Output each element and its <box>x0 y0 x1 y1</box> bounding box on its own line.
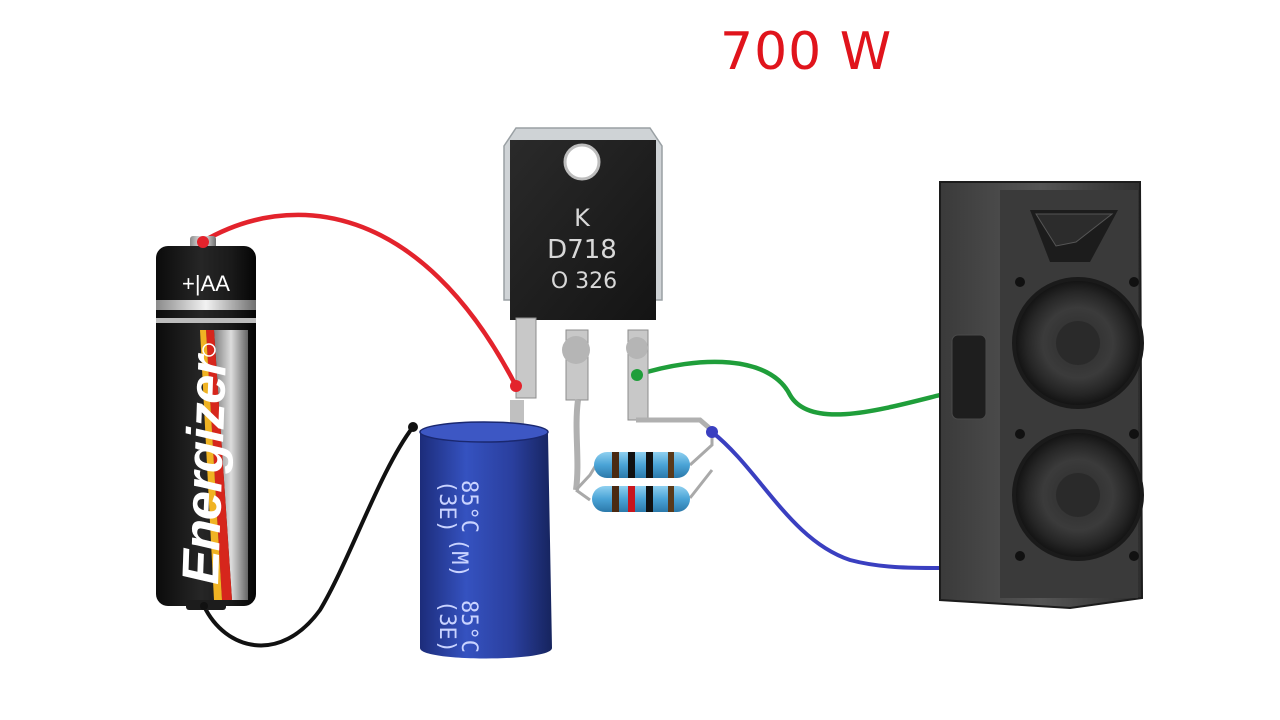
cap-marking-4: (3E) <box>434 600 459 653</box>
cap-marking-2: 85°C <box>456 480 481 533</box>
mounting-hole-icon <box>563 143 601 181</box>
transistor-line2: D718 <box>547 235 617 265</box>
wire-positive <box>199 212 519 389</box>
cap-marking-5: 85°C <box>456 600 481 653</box>
wire-speaker-green <box>634 359 943 417</box>
battery-positive-terminal <box>197 236 209 248</box>
junction-blue <box>706 426 718 438</box>
wires <box>199 212 943 648</box>
speaker-handle <box>951 334 987 420</box>
battery-label: +|AA <box>182 271 230 296</box>
battery-brand: Energizer <box>172 352 238 586</box>
speaker <box>939 181 1144 610</box>
page-title: 700 W <box>720 22 893 82</box>
junction-red <box>510 380 522 392</box>
tweeter-horn-icon <box>1035 213 1114 247</box>
battery-negative-terminal <box>200 602 208 610</box>
battery: +|AA Energizer <box>156 236 256 610</box>
resistors <box>574 426 718 512</box>
transistor-line3: O 326 <box>551 269 617 294</box>
transistor: K D718 O 326 <box>503 127 716 491</box>
junction-black <box>408 422 418 432</box>
cap-marking-1: (3E) <box>434 480 459 533</box>
wire-speaker-blue <box>710 430 942 570</box>
resistor-2 <box>592 486 690 512</box>
wire-negative <box>202 425 415 648</box>
junction-green <box>631 369 643 381</box>
transistor-line1: K <box>574 204 591 232</box>
resistor-1 <box>594 452 690 478</box>
cap-marking-3: (M) <box>446 538 471 578</box>
registered-mark-icon <box>202 343 216 357</box>
capacitor: (3E) 85°C (M) (3E) 85°C <box>408 400 552 659</box>
